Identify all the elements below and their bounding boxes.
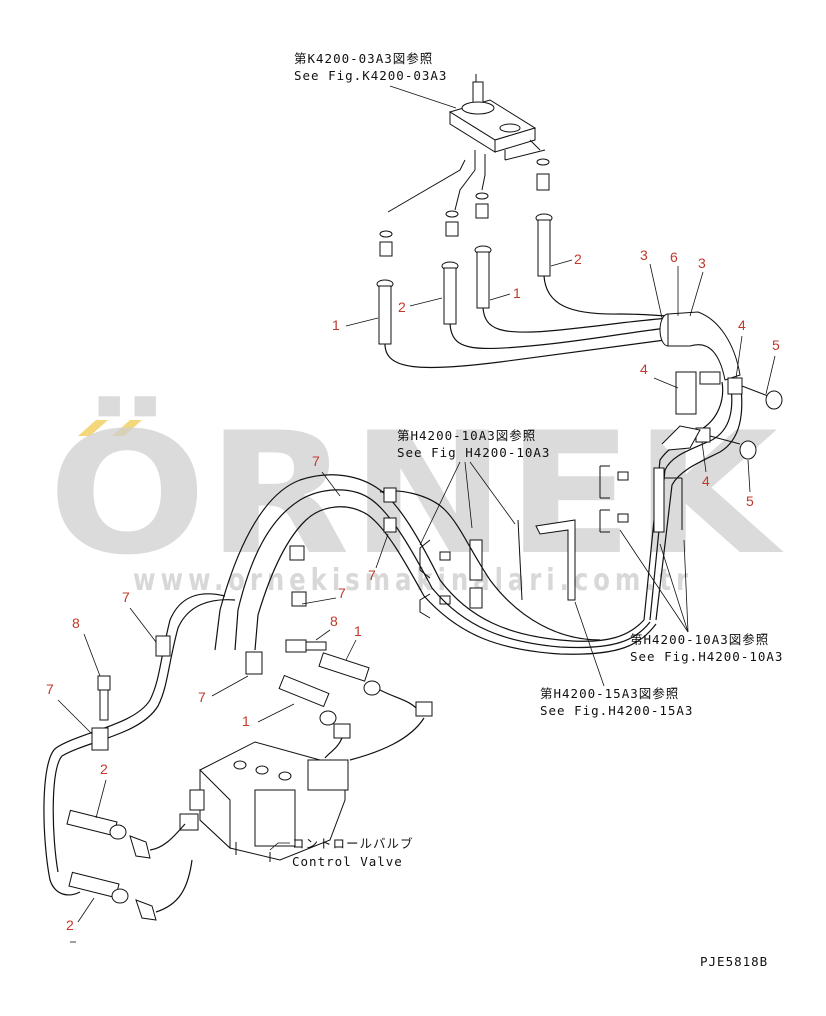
callout-4-low: 4 (702, 473, 710, 489)
valve-fittings (66, 652, 433, 921)
callout-8-mid: 8 (330, 613, 338, 629)
watermark-dot-right (112, 420, 142, 436)
control-valve (179, 741, 349, 862)
ref-bottom-jp: 第H4200-15A3図参照 (540, 686, 679, 701)
callout-1-top: 1 (513, 285, 521, 301)
bolts-8 (97, 639, 327, 721)
callout-1-low: 1 (242, 713, 250, 729)
callout-3-right: 3 (698, 255, 706, 271)
ref-right-jp: 第H4200-10A3図参照 (630, 632, 769, 647)
callout-2-mid: 2 (398, 299, 406, 315)
ref-valve-jp: コントロールバルブ (292, 836, 414, 851)
callout-7-f: 7 (46, 681, 54, 697)
callout-7-b: 7 (368, 567, 376, 583)
callout-3-left: 3 (640, 247, 648, 263)
watermark-dot-left (78, 420, 108, 436)
watermark: ÖRNEK www.ornekismakinalari.com.tr (48, 396, 784, 598)
hose-bundle-center (43, 474, 657, 896)
bracket-right (599, 465, 683, 533)
callout-7-d: 7 (122, 589, 130, 605)
callout-8-left: 8 (72, 615, 80, 631)
ref-top-en: See Fig.K4200-03A3 (294, 68, 447, 83)
watermark-url: www.ornekismakinalari.com.tr (133, 563, 693, 598)
callout-1-left: 1 (332, 317, 340, 333)
ref-right-en: See Fig.H4200-10A3 (630, 649, 783, 664)
callout-1-mid: 1 (354, 623, 362, 639)
callout-4-top: 4 (738, 317, 746, 333)
bracket-center (419, 519, 576, 619)
callout-2-low-a: 2 (100, 761, 108, 777)
ref-mid-jp: 第H4200-10A3図参照 (397, 428, 536, 443)
callout-5-low: 5 (746, 493, 754, 509)
callout-7-c: 7 (338, 585, 346, 601)
ref-top-jp: 第K4200-03A3図参照 (294, 51, 433, 66)
ref-bottom-en: See Fig.H4200-15A3 (540, 703, 693, 718)
pilot-valve-assembly (376, 74, 743, 621)
callout-7-e: 7 (198, 689, 206, 705)
callout-2-low-b: 2 (66, 917, 74, 933)
callout-5-top: 5 (772, 337, 780, 353)
ref-valve-en: Control Valve (292, 854, 403, 869)
clamps-right (661, 371, 783, 460)
callout-7-a: 7 (312, 453, 320, 469)
callout-4-mid: 4 (640, 361, 648, 377)
ref-mid-en: See Fig H4200-10A3 (397, 445, 550, 460)
drawing-code: PJE5818B (700, 954, 768, 969)
callout-2-top: 2 (574, 251, 582, 267)
callout-6: 6 (670, 249, 678, 265)
